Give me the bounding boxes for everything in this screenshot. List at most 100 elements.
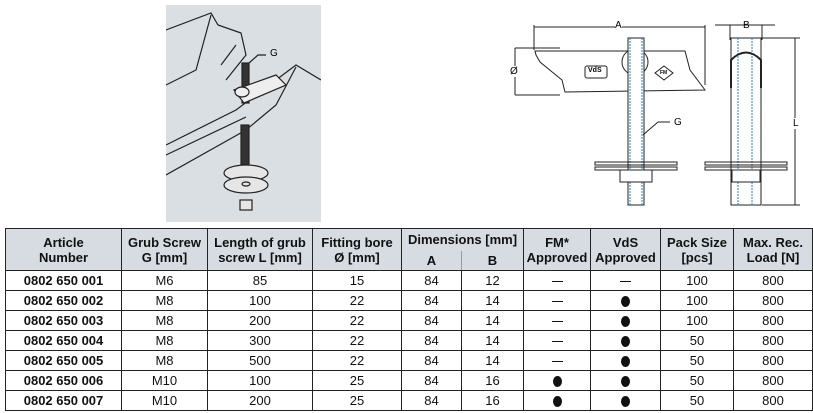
product-illustration: G	[165, 5, 322, 222]
cell-bore: 22	[312, 350, 402, 371]
dimension-a-label: A	[615, 20, 622, 31]
cell-pack: 50	[660, 350, 734, 371]
cell-length: 100	[207, 370, 313, 391]
cell-length: 100	[207, 290, 313, 311]
cell-b: 16	[461, 370, 524, 391]
approved-dot-icon	[552, 396, 562, 408]
cell-length: 300	[207, 330, 313, 351]
cell-bore: 22	[312, 310, 402, 331]
cell-fm	[523, 310, 591, 331]
cell-grub: M8	[121, 330, 208, 351]
cell-fm	[523, 390, 591, 411]
header-dimensions: Dimensions [mm]	[401, 228, 524, 251]
not-approved-dash-icon	[551, 360, 563, 363]
cell-grub: M6	[121, 270, 208, 291]
cell-fm	[523, 270, 591, 291]
approved-dot-icon	[621, 296, 630, 308]
cell-vds	[590, 290, 661, 311]
cell-article: 0802 650 005	[5, 350, 122, 371]
cell-load: 800	[733, 390, 813, 411]
cell-a: 84	[401, 310, 462, 331]
header-fm-approved: FM*Approved	[523, 228, 591, 271]
cell-pack: 50	[660, 390, 734, 411]
cell-load: 800	[733, 350, 813, 371]
cell-length: 85	[207, 270, 313, 291]
cell-load: 800	[733, 290, 813, 311]
cell-a: 84	[401, 350, 462, 371]
cell-bore: 22	[312, 290, 402, 311]
cell-pack: 100	[660, 270, 734, 291]
approved-dot-icon	[621, 316, 630, 328]
dimension-g-label: G	[674, 117, 682, 128]
grub-screw-label: G	[270, 48, 278, 59]
approved-dot-icon	[621, 376, 630, 388]
cell-grub: M8	[121, 310, 208, 331]
cell-b: 14	[461, 290, 524, 311]
cell-length: 200	[207, 310, 313, 331]
cell-b: 14	[461, 350, 524, 371]
cell-bore: 25	[312, 370, 402, 391]
not-approved-dash-icon	[551, 280, 563, 283]
approved-dot-icon	[552, 376, 562, 388]
cell-load: 800	[733, 370, 813, 391]
dimension-b-label: B	[743, 20, 750, 31]
cell-vds	[590, 270, 661, 291]
cell-article: 0802 650 004	[5, 330, 122, 351]
header-max-load: Max. Rec.Load [N]	[733, 228, 813, 271]
cell-vds	[590, 370, 661, 391]
technical-drawing: A B L G Ø VdS FM	[500, 0, 813, 215]
cell-a: 84	[401, 270, 462, 291]
header-pack-size: Pack Size[pcs]	[660, 228, 734, 271]
cell-article: 0802 650 006	[5, 370, 122, 391]
cell-grub: M10	[121, 370, 208, 391]
header-dim-b: B	[461, 250, 524, 271]
cell-vds	[590, 350, 661, 371]
cell-article: 0802 650 002	[5, 290, 122, 311]
cell-fm	[523, 290, 591, 311]
cell-a: 84	[401, 330, 462, 351]
cell-grub: M10	[121, 390, 208, 411]
cell-bore: 25	[312, 390, 402, 411]
cell-bore: 22	[312, 330, 402, 351]
cell-a: 84	[401, 370, 462, 391]
not-approved-dash-icon	[620, 280, 631, 283]
header-dim-a: A	[401, 250, 462, 271]
cell-vds	[590, 330, 661, 351]
cell-b: 14	[461, 310, 524, 331]
cell-length: 200	[207, 390, 313, 411]
dimension-l-label: L	[793, 118, 799, 129]
not-approved-dash-icon	[551, 300, 563, 303]
cell-load: 800	[733, 270, 813, 291]
cell-grub: M8	[121, 290, 208, 311]
cell-load: 800	[733, 310, 813, 331]
cell-fm	[523, 330, 591, 351]
bore-diameter-label: Ø	[510, 66, 518, 77]
approved-dot-icon	[621, 336, 630, 348]
cell-bore: 15	[312, 270, 402, 291]
cell-vds	[590, 390, 661, 411]
cell-pack: 100	[660, 310, 734, 331]
cell-length: 500	[207, 350, 313, 371]
cell-b: 16	[461, 390, 524, 411]
cell-vds	[590, 310, 661, 331]
cell-b: 14	[461, 330, 524, 351]
approved-dot-icon	[621, 396, 630, 408]
cell-load: 800	[733, 330, 813, 351]
cell-grub: M8	[121, 350, 208, 371]
cell-pack: 50	[660, 370, 734, 391]
not-approved-dash-icon	[551, 340, 563, 343]
cell-a: 84	[401, 390, 462, 411]
not-approved-dash-icon	[551, 320, 563, 323]
